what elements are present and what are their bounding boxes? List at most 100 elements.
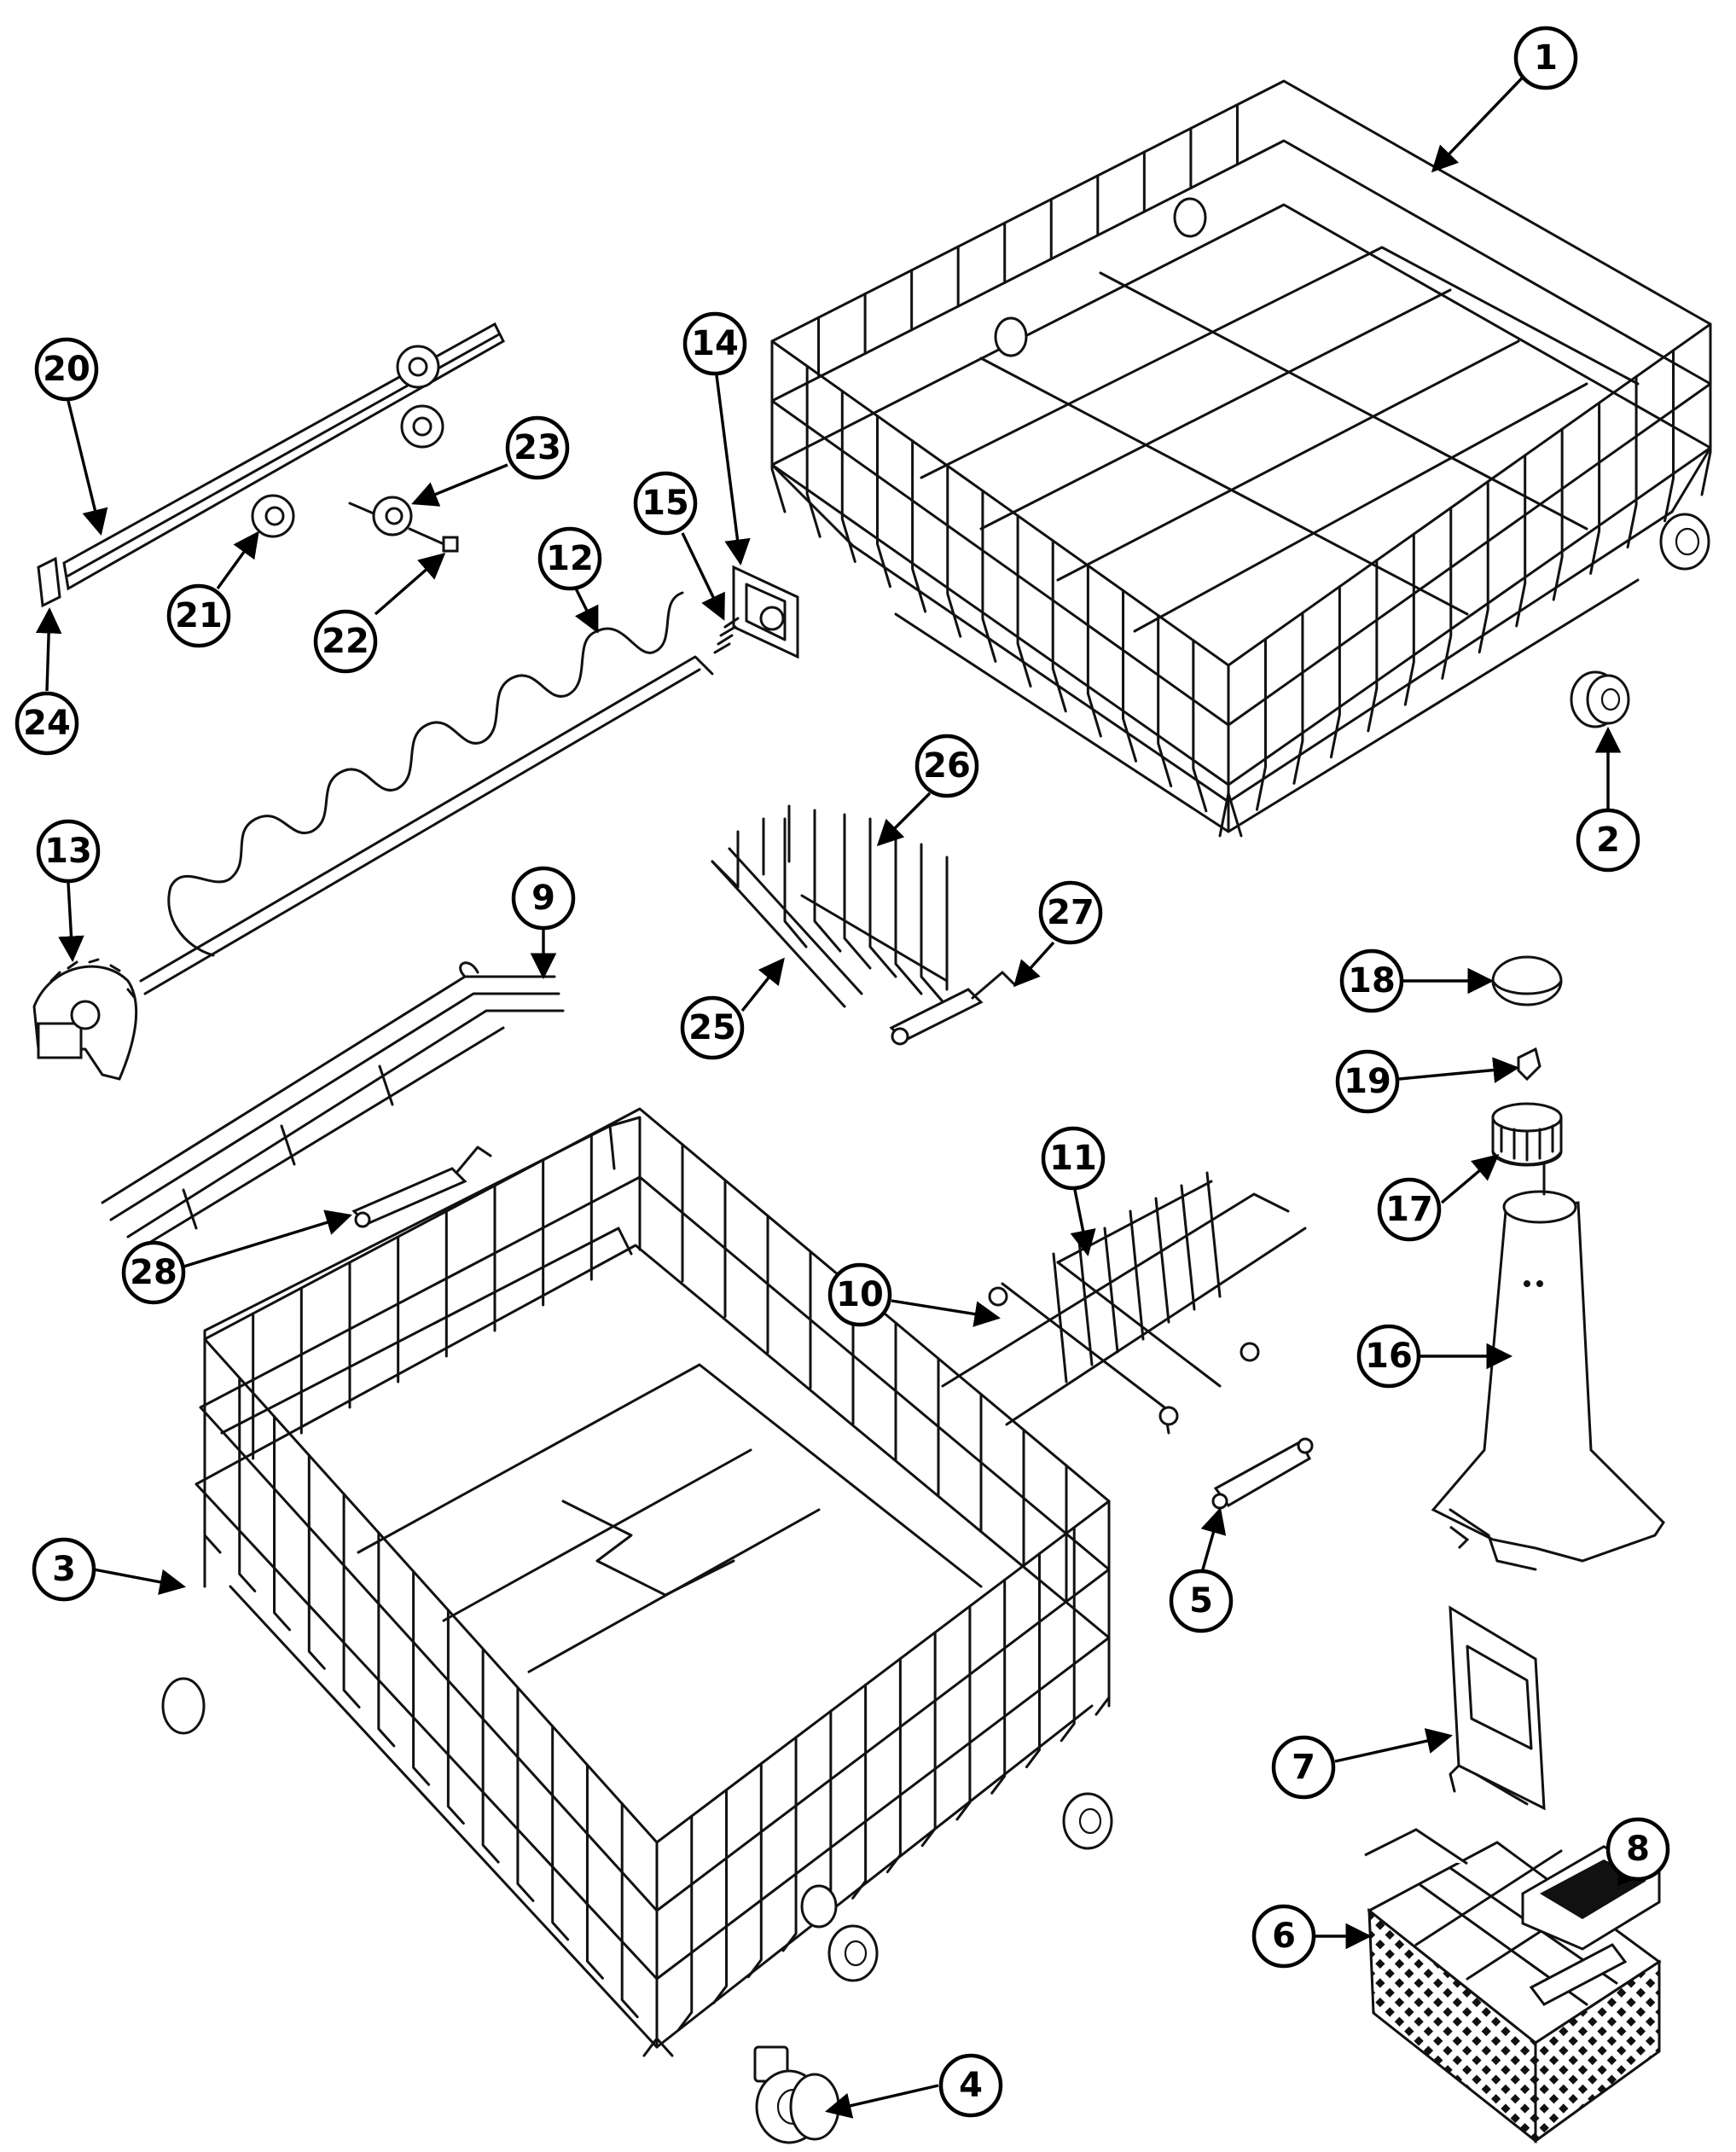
leader-7 (1334, 1728, 1453, 1763)
callout-label-1: 1 (1534, 38, 1558, 78)
rack-wire (446, 1609, 465, 1825)
tower-nut-part-17 (1491, 1102, 1563, 1196)
rack-wire (1227, 664, 1243, 838)
rack-wire (377, 1531, 396, 1748)
callout-12: 12 (537, 526, 602, 591)
callout-6: 6 (1251, 1904, 1316, 1969)
callout-20: 20 (34, 337, 99, 402)
rack-wire (1060, 1526, 1076, 1743)
leader-14 (715, 374, 751, 566)
callout-7: 7 (1271, 1735, 1336, 1800)
callout-8: 8 (1605, 1817, 1670, 1882)
callout-label-28: 28 (130, 1253, 177, 1292)
tower-check-valve-part-19 (1517, 1047, 1541, 1082)
rack-wire (620, 1802, 639, 2019)
rack-wire (238, 1376, 257, 1592)
callout-label-12: 12 (546, 539, 594, 578)
rack-wire (1403, 532, 1415, 706)
rack-wire (516, 1685, 535, 1902)
leader-25 (740, 957, 785, 1012)
clip-part-5 (1211, 1437, 1314, 1510)
rack-wire (911, 439, 927, 613)
callout-label-24: 24 (23, 704, 71, 743)
callout-21: 21 (166, 583, 231, 648)
rack-wire (1552, 427, 1564, 601)
rack-wire (1016, 514, 1032, 688)
rack-wire (712, 1788, 729, 2004)
rack-wire (946, 464, 962, 638)
callout-27: 27 (1038, 880, 1103, 945)
callout-label-14: 14 (691, 324, 739, 363)
rack-wire (920, 1631, 937, 1847)
leader-28 (183, 1209, 352, 1268)
callout-label-8: 8 (1626, 1830, 1650, 1869)
callout-label-26: 26 (923, 746, 971, 786)
basket-divider-part-7 (1449, 1605, 1546, 1811)
end-cap-part-14 (732, 565, 799, 659)
rack-wire (1700, 322, 1712, 496)
callout-24: 24 (15, 691, 79, 756)
tower-cap-part-18 (1491, 955, 1563, 1006)
callout-label-2: 2 (1596, 821, 1620, 860)
rack-wire (273, 1415, 292, 1632)
rack-wire (805, 364, 822, 538)
rack-wire (1589, 401, 1601, 575)
rack-wire (1086, 564, 1102, 738)
callout-label-10: 10 (836, 1275, 884, 1314)
spray-tower-part-16 (1431, 1190, 1665, 1571)
leader-23 (411, 463, 508, 507)
leader-11 (1070, 1189, 1096, 1257)
callout-label-22: 22 (322, 622, 369, 661)
callout-9: 9 (511, 866, 576, 931)
cup-shelf-tines-part-26 (783, 809, 949, 1008)
callout-label-20: 20 (43, 350, 90, 389)
rack-adjuster-part-13 (32, 958, 138, 1081)
leader-3 (93, 1568, 187, 1595)
rack-wire (1663, 349, 1675, 523)
callout-label-17: 17 (1385, 1190, 1433, 1229)
callout-14: 14 (682, 311, 747, 376)
rack-wire (885, 1657, 902, 1874)
callout-23: 23 (505, 415, 570, 480)
rack-wire (1051, 539, 1067, 713)
leader-12 (574, 588, 599, 634)
callout-26: 26 (914, 734, 979, 798)
silverware-basket-part-6 (1364, 1828, 1662, 2144)
rack-wire (1441, 506, 1453, 680)
rack-wire (203, 1337, 222, 1554)
rack-wire (840, 389, 856, 563)
callout-label-16: 16 (1365, 1337, 1413, 1376)
cup-shelf-clip-part-27 (889, 971, 1017, 1046)
callout-label-25: 25 (688, 1008, 736, 1047)
callout-label-5: 5 (1189, 1581, 1213, 1621)
callout-3: 3 (32, 1537, 96, 1602)
rack-wire (585, 1763, 604, 1980)
callout-19: 19 (1335, 1049, 1400, 1114)
callout-28: 28 (121, 1240, 186, 1305)
callout-label-19: 19 (1344, 1062, 1391, 1101)
rack-wire (307, 1453, 326, 1670)
callout-label-13: 13 (44, 832, 92, 871)
callout-label-3: 3 (52, 1550, 76, 1589)
callout-1: 1 (1513, 26, 1578, 90)
rack-wheel-part-2 (1570, 670, 1630, 728)
callout-15: 15 (633, 471, 698, 536)
callout-label-4: 4 (959, 2066, 983, 2105)
rack-wire (746, 1762, 763, 1979)
rack-wire (1157, 614, 1173, 788)
leader-26 (876, 792, 932, 847)
rack-wire (1255, 637, 1267, 811)
spring-part-15 (713, 617, 740, 654)
callout-label-15: 15 (642, 484, 689, 523)
wire-rod-part-12 (139, 591, 714, 995)
callout-label-18: 18 (1348, 961, 1396, 1001)
callout-18: 18 (1339, 948, 1404, 1013)
callout-label-27: 27 (1047, 893, 1094, 932)
lower-rack (161, 1107, 1113, 2057)
rail-end-cap-part-24 (37, 556, 61, 608)
rack-wire (342, 1493, 361, 1709)
callout-label-21: 21 (175, 596, 223, 635)
callout-label-6: 6 (1272, 1917, 1296, 1956)
callout-label-23: 23 (514, 428, 561, 467)
